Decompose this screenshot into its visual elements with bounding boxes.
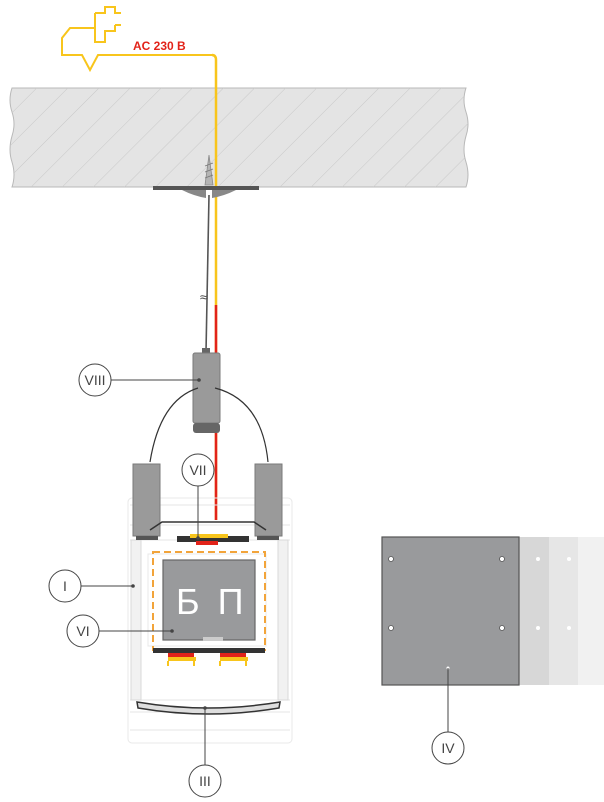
svg-text:VII: VII: [189, 462, 206, 478]
ceiling-screw-icon: [204, 154, 214, 186]
svg-text:VI: VI: [76, 623, 89, 639]
supply-cable-vertical: [211, 53, 218, 520]
diffuser: [136, 701, 281, 715]
svg-text:IV: IV: [441, 740, 455, 756]
callout-viii: VIII: [78, 363, 112, 397]
y-cable-right: [214, 387, 269, 463]
callout-vii: VII: [181, 453, 215, 487]
callout-vi: VI: [66, 614, 100, 648]
y-cable-left: [149, 387, 199, 463]
voltage-label: AC 230 B: [133, 39, 186, 53]
svg-text:VIII: VIII: [84, 372, 105, 388]
suspension-wire: [205, 194, 210, 353]
mounting-panel: [381, 536, 604, 686]
callout-iv: IV: [431, 731, 465, 765]
power-plug-icon: [61, 6, 212, 73]
power-supply-unit: [162, 559, 256, 641]
wire-break-icon: ≈: [199, 290, 209, 304]
psu-label: Б П: [176, 581, 248, 622]
luminaire-profile: Б П: [127, 463, 293, 744]
svg-text:III: III: [199, 773, 211, 789]
svg-text:I: I: [63, 578, 67, 594]
callout-i: I: [48, 569, 82, 603]
callout-iii: III: [188, 764, 222, 798]
cable-gripper: [192, 348, 221, 433]
ceiling-canopy: [153, 186, 259, 198]
ceiling-slab: [9, 87, 469, 188]
